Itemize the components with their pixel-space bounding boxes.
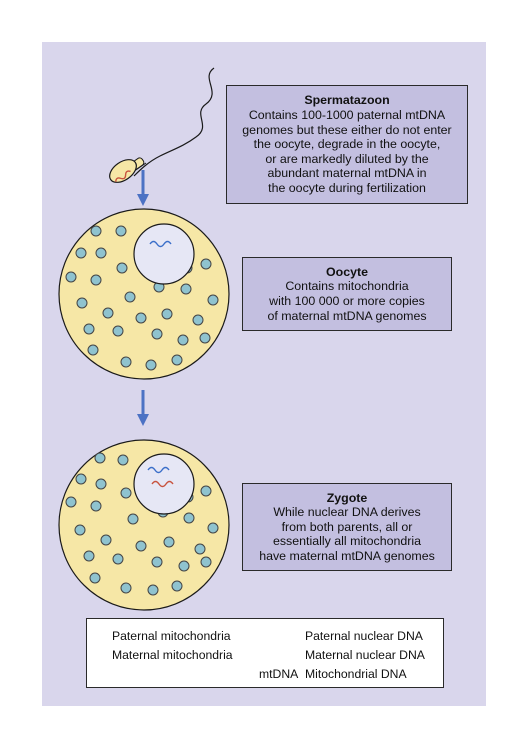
oocyte-mitochondrion-22 <box>177 334 189 346</box>
oocyte-mitochondrion-7 <box>200 258 212 270</box>
oocyte-mitochondrion-26 <box>145 359 157 371</box>
legend-paternal-dna-label: Paternal nuclear DNA <box>305 629 423 643</box>
zygote-mitochondrion-25 <box>120 582 132 594</box>
spermatozoon-line-2: genomes but these either do not enter <box>242 122 452 137</box>
legend: Paternal mitochondria Maternal mitochond… <box>86 618 444 688</box>
spermatozoon-title: Spermatazoon <box>304 93 390 108</box>
zygote-paternal-dna-icon <box>151 480 174 488</box>
sperm-paternal-dna-icon <box>115 170 131 182</box>
zygote-mitochondrion-21 <box>151 556 163 568</box>
spermatozoon-line-6: the oocyte during fertilization <box>268 180 426 195</box>
spermatozoon-line-1: Contains 100-1000 paternal mtDNA <box>248 108 446 123</box>
legend-paternal-mito-label: Paternal mitochondria <box>112 629 231 643</box>
arrow-oocyte-to-zygote <box>137 390 149 426</box>
oocyte-textbox: Oocyte Contains mitochondria with 100 00… <box>242 257 452 331</box>
oocyte-mitochondrion-3 <box>75 247 87 259</box>
zygote-mitochondrion-7 <box>200 485 212 497</box>
zygote-mitochondrion-14 <box>74 524 86 536</box>
oocyte-mitochondrion-2 <box>115 225 127 237</box>
zygote-mitochondrion-19 <box>83 550 95 562</box>
legend-mtdna-abbrev: mtDNA <box>259 667 299 681</box>
zygote-line-1: While nuclear DNA derives <box>273 505 421 520</box>
legend-mtdna-meaning: Mitochondrial DNA <box>305 667 407 681</box>
oocyte-mitochondrion-17 <box>161 308 173 320</box>
zygote-mitochondrion-1 <box>94 452 106 464</box>
oocyte-mitochondrion-9 <box>90 274 102 286</box>
zygote-mitochondrion-3 <box>75 473 87 485</box>
arrow-sperm-to-oocyte <box>137 170 149 206</box>
oocyte-mitochondria <box>65 225 219 371</box>
spermatozoon-textbox: Spermatazoon Contains 100-1000 paternal … <box>226 85 468 204</box>
oocyte-nucleus <box>133 223 195 285</box>
legend-maternal-mito-label: Maternal mitochondria <box>112 648 233 662</box>
oocyte-mitochondrion-23 <box>199 332 211 344</box>
sperm-tail <box>133 67 215 177</box>
zygote-line-2: from both parents, all or <box>281 519 413 534</box>
zygote-mitochondrion-10 <box>127 513 139 525</box>
zygote-mitochondrion-27 <box>171 580 183 592</box>
oocyte-mitochondrion-18 <box>192 314 204 326</box>
oocyte-mitochondrion-12 <box>180 283 192 295</box>
zygote-textbox: Zygote While nuclear DNA derives from bo… <box>242 483 452 571</box>
oocyte-mitochondrion-20 <box>112 325 124 337</box>
oocyte-mitochondrion-13 <box>207 294 219 306</box>
oocyte-mitochondrion-14 <box>76 297 88 309</box>
zygote-mitochondrion-18 <box>194 543 206 555</box>
oocyte-mitochondrion-27 <box>171 354 183 366</box>
oocyte-mitochondrion-5 <box>116 262 128 274</box>
zygote-mitochondrion-24 <box>89 572 101 584</box>
zygote-mitochondrion-13 <box>207 522 219 534</box>
zygote-mitochondrion-4 <box>95 478 107 490</box>
spermatozoon-line-3: the oocyte, degrade in the oocyte, <box>253 137 441 152</box>
oocyte-mitochondrion-19 <box>83 323 95 335</box>
oocyte-line-2: with 100 000 or more copies <box>269 294 425 308</box>
spermatozoon-line-5: abundant maternal mtDNA in <box>267 166 427 181</box>
oocyte-line-1: Contains mitochondria <box>285 279 409 294</box>
zygote-mitochondrion-23 <box>200 556 212 568</box>
zygote-mitochondrion-17 <box>163 536 175 548</box>
zygote-mitochondrion-26 <box>147 584 159 596</box>
oocyte-mitochondrion-16 <box>135 312 147 324</box>
zygote-title: Zygote <box>326 490 368 505</box>
zygote-mitochondrion-8 <box>65 496 77 508</box>
zygote-line-4: have maternal mtDNA genomes <box>259 548 435 563</box>
oocyte-mitochondrion-4 <box>95 247 107 259</box>
oocyte-mitochondrion-10 <box>124 291 136 303</box>
zygote-mitochondrion-20 <box>112 553 124 565</box>
zygote-nucleus <box>133 453 195 515</box>
oocyte-maternal-dna-icon <box>149 240 172 248</box>
zygote-mitochondrion-22 <box>178 560 190 572</box>
oocyte-mitochondrion-1 <box>90 225 102 237</box>
zygote-mitochondrion-16 <box>135 540 147 552</box>
oocyte-line-3: of maternal mtDNA genomes <box>267 308 427 323</box>
zygote-mitochondrion-2 <box>117 454 129 466</box>
spermatozoon-line-4: or are markedly diluted by the <box>265 151 429 166</box>
sperm-head <box>109 159 137 183</box>
oocyte-mitochondrion-15 <box>102 307 114 319</box>
zygote-mitochondrion-9 <box>90 500 102 512</box>
oocyte-mitochondrion-25 <box>120 356 132 368</box>
zygote-line-3: essentially all mitochondria <box>272 534 422 549</box>
oocyte-mitochondrion-8 <box>65 271 77 283</box>
zygote-maternal-dna-icon <box>147 466 170 474</box>
oocyte-mitochondrion-21 <box>151 328 163 340</box>
zygote-mitochondrion-15 <box>100 534 112 546</box>
oocyte-mitochondrion-24 <box>87 344 99 356</box>
zygote-mitochondrion-5 <box>120 487 132 499</box>
legend-maternal-dna-label: Maternal nuclear DNA <box>305 648 425 662</box>
zygote-mitochondrion-12 <box>183 512 195 524</box>
oocyte-title: Oocyte <box>325 264 368 279</box>
